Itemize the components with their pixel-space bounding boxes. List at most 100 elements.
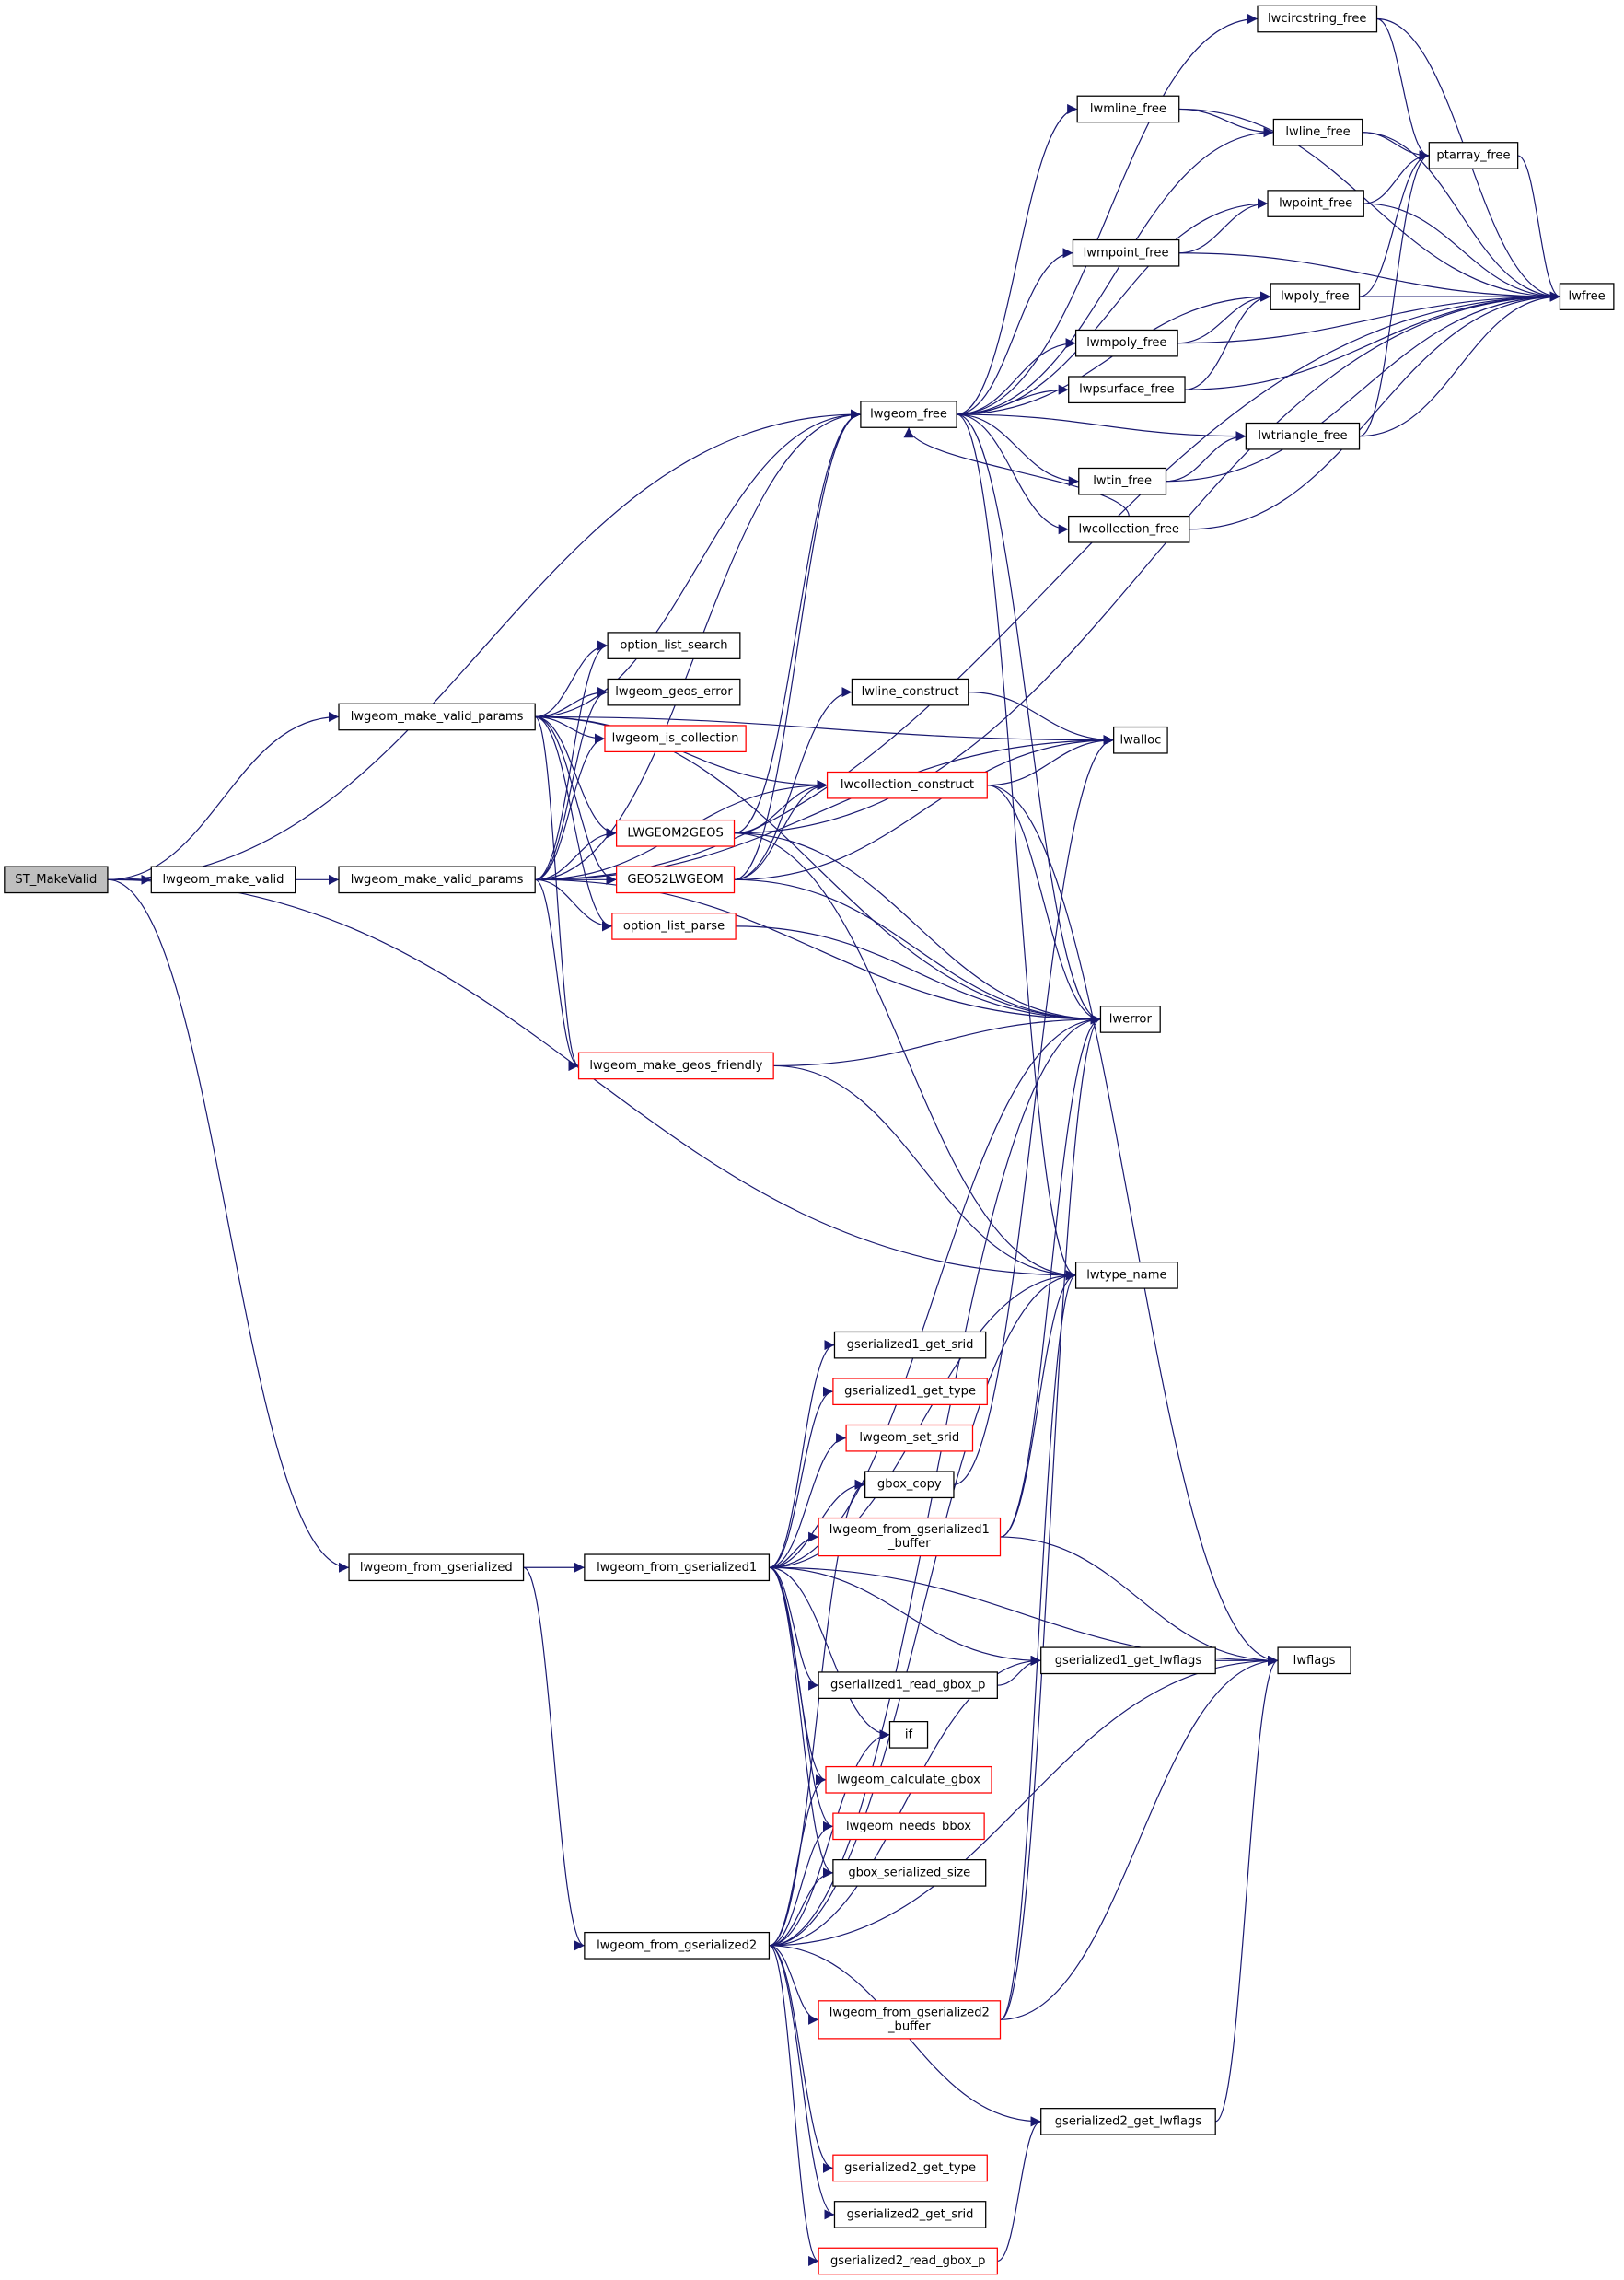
node-lwtin-free[interactable]: lwtin_free	[1078, 467, 1167, 495]
edge-ptarr-to-lwfree	[1517, 155, 1560, 302]
node-lwgeom2geos[interactable]: LWGEOM2GEOS	[615, 819, 736, 847]
edge-psurf-to-lwfree	[1185, 291, 1560, 390]
edge-mpoly-to-poly	[1177, 291, 1271, 344]
node-lwgeom-from-gserialized[interactable]: lwgeom_from_gserialized	[348, 1553, 525, 1582]
edge-g2l-to-err	[734, 878, 1101, 1025]
edge-l2g-to-tname	[734, 832, 1076, 1281]
node-label: lwalloc	[1119, 733, 1161, 747]
node-lwerror[interactable]: lwerror	[1099, 1006, 1161, 1033]
node-lwpsurface-free[interactable]: lwpsurface_free	[1068, 376, 1186, 404]
node-lwgeom-make-valid-params[interactable]: lwgeom_make_valid_params	[338, 703, 536, 731]
node-gserialized2-get-srid[interactable]: gserialized2_get_srid	[833, 2201, 987, 2228]
node-ptarray-free[interactable]: ptarray_free	[1428, 142, 1519, 169]
node-gserialized2-get-type[interactable]: gserialized2_get_type	[832, 2154, 988, 2182]
node-gserialized2-get-lwflags[interactable]: gserialized2_get_lwflags	[1040, 2108, 1216, 2135]
node-lwgeom-make-geos-friendly[interactable]: lwgeom_make_geos_friendly	[577, 1052, 774, 1080]
edge-fgs2-to-g2type	[769, 1945, 834, 2173]
node-label: lwmpoly_free	[1086, 336, 1166, 350]
node-label: gserialized1_get_srid	[847, 1338, 974, 1352]
node-label: lwcollection_construct	[841, 778, 974, 792]
edge-line-to-ptarr	[1362, 132, 1430, 161]
node-lwtriangle-free[interactable]: lwtriangle_free	[1245, 422, 1361, 450]
node-geos2lwgeom[interactable]: GEOS2LWGEOM	[615, 866, 736, 894]
node-label: lwcollection_free	[1078, 522, 1179, 536]
node-lwgeom-from-gserialized1-buffer[interactable]: lwgeom_from_gserialized1_buffer	[818, 1517, 1002, 1557]
node-label: lwerror	[1109, 1012, 1153, 1026]
node-label: lwgeom_from_gserialized1	[829, 1523, 990, 1537]
edge-fgs1-to-gboxcopy	[769, 1479, 865, 1568]
edge-mvpB-to-ols	[535, 640, 609, 880]
edge-l2g-to-lwfree	[734, 291, 1560, 834]
node-lwmline-free[interactable]: lwmline_free	[1076, 95, 1180, 123]
node-lwmpoint-free[interactable]: lwmpoint_free	[1072, 238, 1180, 267]
node-option-list-search[interactable]: option_list_search	[607, 632, 741, 659]
node-gserialized1-get-lwflags[interactable]: gserialized1_get_lwflags	[1040, 1646, 1216, 1675]
node-label: ptarray_free	[1436, 148, 1510, 162]
edge-point-to-ptarr	[1363, 150, 1430, 204]
node-label: lwtin_free	[1093, 474, 1152, 488]
edge-mvpB-to-geoserr	[535, 687, 609, 880]
node-lwgeom-make-valid[interactable]: lwgeom_make_valid	[150, 866, 296, 894]
node-box	[1267, 190, 1364, 217]
node-lwcollection-free[interactable]: lwcollection_free	[1068, 515, 1190, 543]
edge-line-to-lwfree	[1362, 132, 1560, 302]
node-gbox-serialized-size[interactable]: gbox_serialized_size	[832, 1859, 987, 1887]
node-lwgeom-free[interactable]: lwgeom_free	[860, 401, 957, 428]
node-label: lwmline_free	[1090, 102, 1166, 116]
node-label: if	[905, 1727, 913, 1741]
node-if[interactable]: if	[888, 1721, 929, 1749]
node-lwgeom-geos-error[interactable]: lwgeom_geos_error	[607, 678, 741, 706]
edge-st-to-mvpA	[107, 711, 340, 880]
edge-friendly-to-tname	[773, 1064, 1076, 1281]
node-lwcollection-construct[interactable]: lwcollection_construct	[826, 771, 988, 799]
node-gserialized1-get-srid[interactable]: gserialized1_get_srid	[833, 1331, 987, 1359]
node-label: lwflags	[1293, 1654, 1336, 1668]
node-lwfree[interactable]: lwfree	[1559, 283, 1615, 310]
edge-mvpB-to-friendly	[534, 878, 579, 1071]
edge-gfree-to-tname	[957, 413, 1076, 1281]
node-gserialized1-read-gbox-p[interactable]: gserialized1_read_gbox_p	[818, 1671, 998, 1699]
node-lwtype-name[interactable]: lwtype_name	[1074, 1262, 1178, 1289]
node-lwgeom-from-gserialized2-buffer[interactable]: lwgeom_from_gserialized2_buffer	[818, 2000, 1002, 2040]
edge-fgs1-to-g1buf	[769, 1531, 819, 1568]
node-lwflags[interactable]: lwflags	[1277, 1646, 1351, 1675]
node-box	[1040, 1646, 1216, 1675]
node-box	[1068, 515, 1190, 543]
node-lwpoint-free[interactable]: lwpoint_free	[1267, 190, 1364, 217]
node-label: lwtriangle_free	[1258, 429, 1347, 443]
node-gserialized1-get-type[interactable]: gserialized1_get_type	[832, 1378, 988, 1406]
node-lwpoly-free[interactable]: lwpoly_free	[1270, 283, 1361, 310]
edge-mpoly-to-lwfree	[1177, 291, 1560, 344]
node-box	[1245, 422, 1361, 450]
node-lwmpoly-free[interactable]: lwmpoly_free	[1074, 329, 1178, 357]
edge-gfree-to-tin	[957, 413, 1079, 487]
node-box	[1113, 726, 1168, 754]
node-box	[851, 678, 969, 706]
node-st-makevalid[interactable]: ST_MakeValid	[4, 866, 109, 894]
edge-mpoint-to-lwfree	[1178, 252, 1560, 302]
node-box	[611, 913, 737, 940]
edge-l2g-to-gfree	[734, 409, 861, 834]
node-lwalloc[interactable]: lwalloc	[1113, 726, 1168, 754]
node-label: lwgeom_make_valid	[163, 873, 284, 887]
node-option-list-parse[interactable]: option_list_parse	[611, 913, 737, 940]
node-lwgeom-set-srid[interactable]: lwgeom_set_srid	[845, 1424, 974, 1452]
node-box	[845, 1424, 974, 1452]
node-lwgeom-calculate-gbox[interactable]: lwgeom_calculate_gbox	[825, 1765, 992, 1794]
edge-g1buf-to-err	[1000, 1014, 1101, 1538]
node-lwgeom-make-valid-params[interactable]: lwgeom_make_valid_params	[338, 866, 536, 894]
node-lwline-free[interactable]: lwline_free	[1272, 118, 1363, 146]
node-lwgeom-from-gserialized1[interactable]: lwgeom_from_gserialized1	[584, 1553, 771, 1582]
node-lwcircstring-free[interactable]: lwcircstring_free	[1257, 5, 1378, 33]
node-gbox-copy[interactable]: gbox_copy	[864, 1471, 955, 1499]
node-lwline-construct[interactable]: lwline_construct	[851, 678, 969, 706]
node-lwgeom-needs-bbox[interactable]: lwgeom_needs_bbox	[832, 1812, 985, 1841]
edge-fgs2-to-g2gbox	[769, 1945, 819, 2266]
node-gserialized2-read-gbox-p[interactable]: gserialized2_read_gbox_p	[818, 2247, 998, 2275]
node-box	[1277, 1646, 1351, 1675]
node-lwgeom-is-collection[interactable]: lwgeom_is_collection	[604, 725, 747, 753]
edge-tri-to-lwfree	[1359, 291, 1560, 437]
node-lwgeom-from-gserialized2[interactable]: lwgeom_from_gserialized2	[584, 1931, 771, 1960]
node-label: lwcircstring_free	[1268, 12, 1366, 26]
